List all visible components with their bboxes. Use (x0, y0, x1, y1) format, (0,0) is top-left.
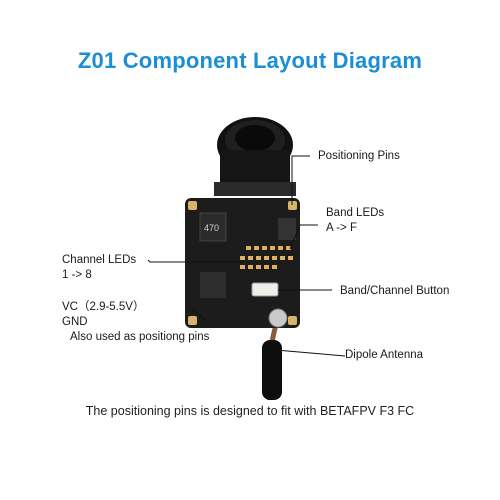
channel-leds (240, 256, 293, 269)
label-band-channel-button: Band/Channel Button (340, 285, 450, 297)
positioning-pins (188, 201, 297, 325)
label-dipole-antenna: Dipole Antenna (345, 349, 424, 361)
inductor-marking: 470 (204, 223, 219, 233)
antenna-tube (262, 340, 282, 400)
antenna-connector (268, 308, 288, 328)
leader-lines (147, 155, 346, 357)
camera-lens (214, 117, 296, 196)
label-positioning-pins: Positioning Pins (318, 150, 400, 162)
label-band-leds: Band LEDs (326, 207, 385, 219)
caption: The positioning pins is designed to fit … (85, 404, 415, 418)
inductor (199, 212, 227, 242)
page-title: Z01 Component Layout Diagram (77, 48, 423, 73)
label-channel-leds-range: 1 -> 8 (62, 269, 92, 281)
label-also-used: Also used as positiong pins (70, 331, 210, 343)
label-vc: VC（2.9-5.5V） (62, 301, 145, 313)
band-channel-button (251, 282, 279, 297)
band-leds (246, 246, 291, 250)
chip-left (200, 272, 226, 298)
chip-right (278, 218, 296, 240)
label-channel-leds: Channel LEDs (62, 254, 137, 266)
label-gnd: GND (62, 316, 88, 328)
label-band-leds-range: A -> F (326, 222, 357, 234)
